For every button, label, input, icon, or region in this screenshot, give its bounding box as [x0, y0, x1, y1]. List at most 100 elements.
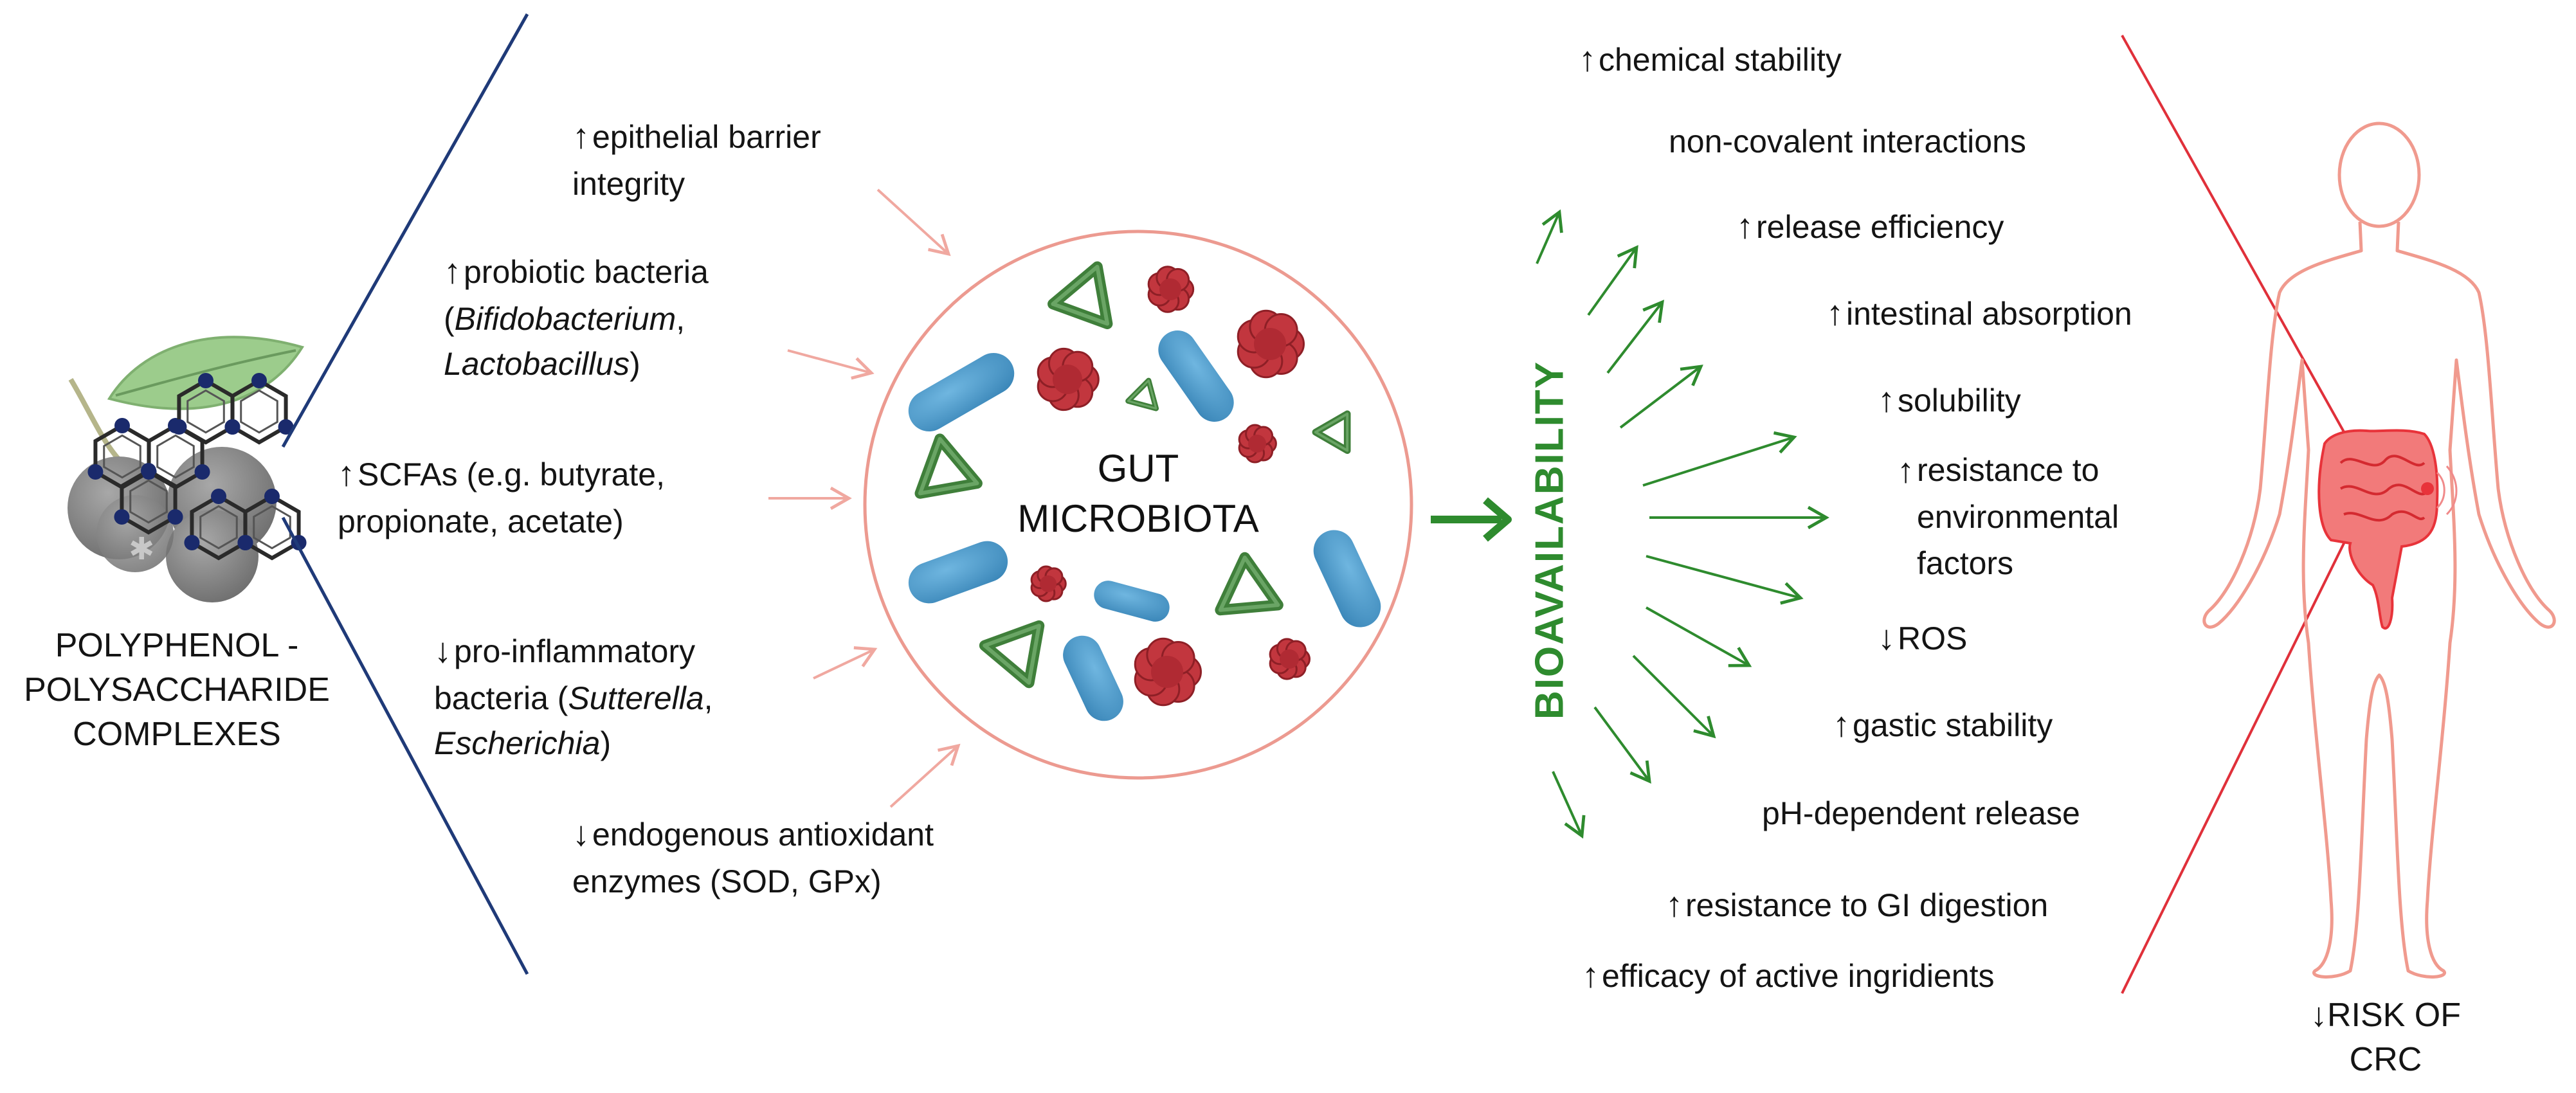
effect-arrow — [889, 743, 961, 808]
benzene-inner-ring — [103, 434, 141, 479]
effect-label-line: enzymes (SOD, GPx) — [572, 863, 882, 899]
up-arrow-icon: ↑ — [1833, 705, 1850, 744]
bioavailability-fan — [1536, 209, 1829, 839]
effect-label-line: (Bifidobacterium, — [444, 300, 685, 337]
atom-dot — [167, 509, 183, 525]
effect-label: ↑probiotic bacteria (Bifidobacterium, Lact… — [444, 248, 709, 386]
property-label: ↑release efficiency — [1736, 203, 2004, 251]
property-text: resistance to GI digestion — [1685, 887, 2049, 923]
branched-bacterium-icon — [1125, 377, 1159, 411]
branched-bacterium-icon — [1215, 552, 1283, 616]
branched-bacterium-icon — [1048, 261, 1113, 329]
property-label: ↑chemical stability — [1579, 35, 1842, 84]
gut-title-line2: MICROBIOTA — [1017, 497, 1259, 540]
outcome-line2: CRC — [2349, 1041, 2422, 1079]
property-text: chemical stability — [1599, 42, 1842, 78]
bioavailability-label: BIOAVAILABILITY — [1527, 360, 1572, 720]
stem — [68, 377, 124, 465]
effect-label-line: ↑probiotic bacteria — [444, 252, 709, 291]
complex-caption-line: COMPLEXES — [73, 716, 281, 754]
coccus-cluster-icon — [1269, 638, 1311, 680]
effect-label-line: bacteria (Sutterella, — [434, 680, 713, 716]
atom-dot — [114, 509, 130, 525]
outcome-line1: RISK OF — [2327, 997, 2462, 1034]
atom-dot — [251, 373, 267, 388]
property-label: ↑efficacy of active ingridients — [1582, 952, 1995, 1000]
up-arrow-icon: ↑ — [1579, 40, 1596, 78]
effect-label-line: ↑epithelial barrier — [572, 117, 821, 156]
polyphenol-molecules — [87, 373, 307, 561]
complex-caption-line: POLYSACCHARIDE — [24, 671, 330, 709]
up-arrow-icon: ↑ — [1826, 294, 1844, 332]
benzene-inner-ring — [186, 389, 225, 434]
coccus-cluster-icon — [1037, 347, 1100, 411]
effect-label-line: Lactobacillus) — [444, 345, 640, 382]
gut-title-line1: GUT — [1097, 447, 1179, 490]
property-label: ↑solubility — [1878, 376, 2021, 425]
bioavailability-arrowhead — [1483, 497, 1512, 542]
coccus-cluster-icon — [1238, 424, 1277, 464]
effect-arrow — [787, 349, 875, 380]
benzene-inner-ring — [253, 505, 291, 550]
complex-illustration: ✱ — [68, 336, 307, 602]
down-arrow-icon: ↓ — [2310, 997, 2327, 1034]
intestine-icon — [2317, 429, 2458, 630]
atom-dot — [224, 419, 240, 435]
leaf-vein — [115, 349, 296, 397]
red-divider-top — [2121, 35, 2381, 496]
benzene-inner-ring — [156, 434, 195, 479]
rod-bacterium-icon — [908, 353, 1015, 431]
property-text: efficacy of active ingridients — [1602, 958, 1995, 994]
effect-arrow — [876, 188, 951, 257]
human-body-icon — [2202, 122, 2556, 979]
branched-bacterium-icon — [979, 620, 1045, 689]
green-arrow — [1619, 365, 1703, 429]
complex-caption-line: POLYPHENOL - — [55, 627, 299, 664]
green-arrow — [1552, 771, 1586, 839]
green-arrow — [1642, 431, 1797, 487]
green-arrow — [1646, 555, 1804, 605]
outcome-label: ↓RISK OF CRC — [2257, 993, 2514, 1082]
rod-bacterium-icon — [1158, 330, 1234, 422]
benzene-ring — [243, 494, 301, 561]
rod-bacterium-icon — [1063, 635, 1123, 721]
up-arrow-icon: ↑ — [1582, 956, 1599, 995]
green-arrow — [1587, 245, 1638, 316]
property-label: ↑resistance to GI digestion — [1665, 881, 2048, 930]
atom-dot — [184, 535, 200, 550]
atom-dot — [237, 535, 253, 550]
down-arrow-icon: ↓ — [1878, 619, 1895, 657]
atom-dot — [278, 419, 294, 435]
atom-dot — [171, 419, 187, 435]
property-text: intestinal absorption — [1846, 296, 2132, 332]
benzene-inner-ring — [240, 389, 278, 434]
green-arrow — [1536, 209, 1563, 264]
property-text: solubility — [1898, 383, 2021, 419]
green-arrow — [1593, 706, 1651, 784]
up-arrow-icon: ↑ — [444, 252, 461, 291]
effect-arrow — [813, 646, 878, 680]
up-arrow-icon: ↑ — [1897, 451, 1914, 490]
effect-label: ↑SCFAs (e.g. butyrate, propionate, acetat… — [338, 450, 665, 544]
coccus-cluster-icon — [1030, 565, 1067, 602]
property-text: release efficiency — [1756, 209, 2004, 245]
up-arrow-icon: ↑ — [338, 455, 355, 493]
branched-bacterium-icon — [1312, 410, 1351, 455]
atom-dot — [194, 464, 210, 480]
atom-dot — [114, 418, 130, 433]
property-label: pH-dependent release — [1762, 791, 2080, 836]
green-arrow — [1632, 655, 1716, 739]
complex-caption: POLYPHENOL - POLYSACCHARIDE COMPLEXES — [10, 624, 344, 757]
red-divider-bottom — [2121, 536, 2348, 994]
atom-dot — [141, 463, 156, 478]
down-arrow-icon: ↓ — [434, 631, 451, 670]
effect-label-line: propionate, acetate) — [338, 503, 624, 539]
up-arrow-icon: ↑ — [1878, 381, 1895, 419]
gut-microbiota-title: GUT MICROBIOTA — [977, 444, 1299, 544]
benzene-inner-ring — [129, 479, 168, 524]
rod-bacterium-icon — [1313, 530, 1381, 628]
divider-line-bottom — [281, 516, 529, 975]
effect-label-line: ↑SCFAs (e.g. butyrate, — [338, 455, 665, 493]
